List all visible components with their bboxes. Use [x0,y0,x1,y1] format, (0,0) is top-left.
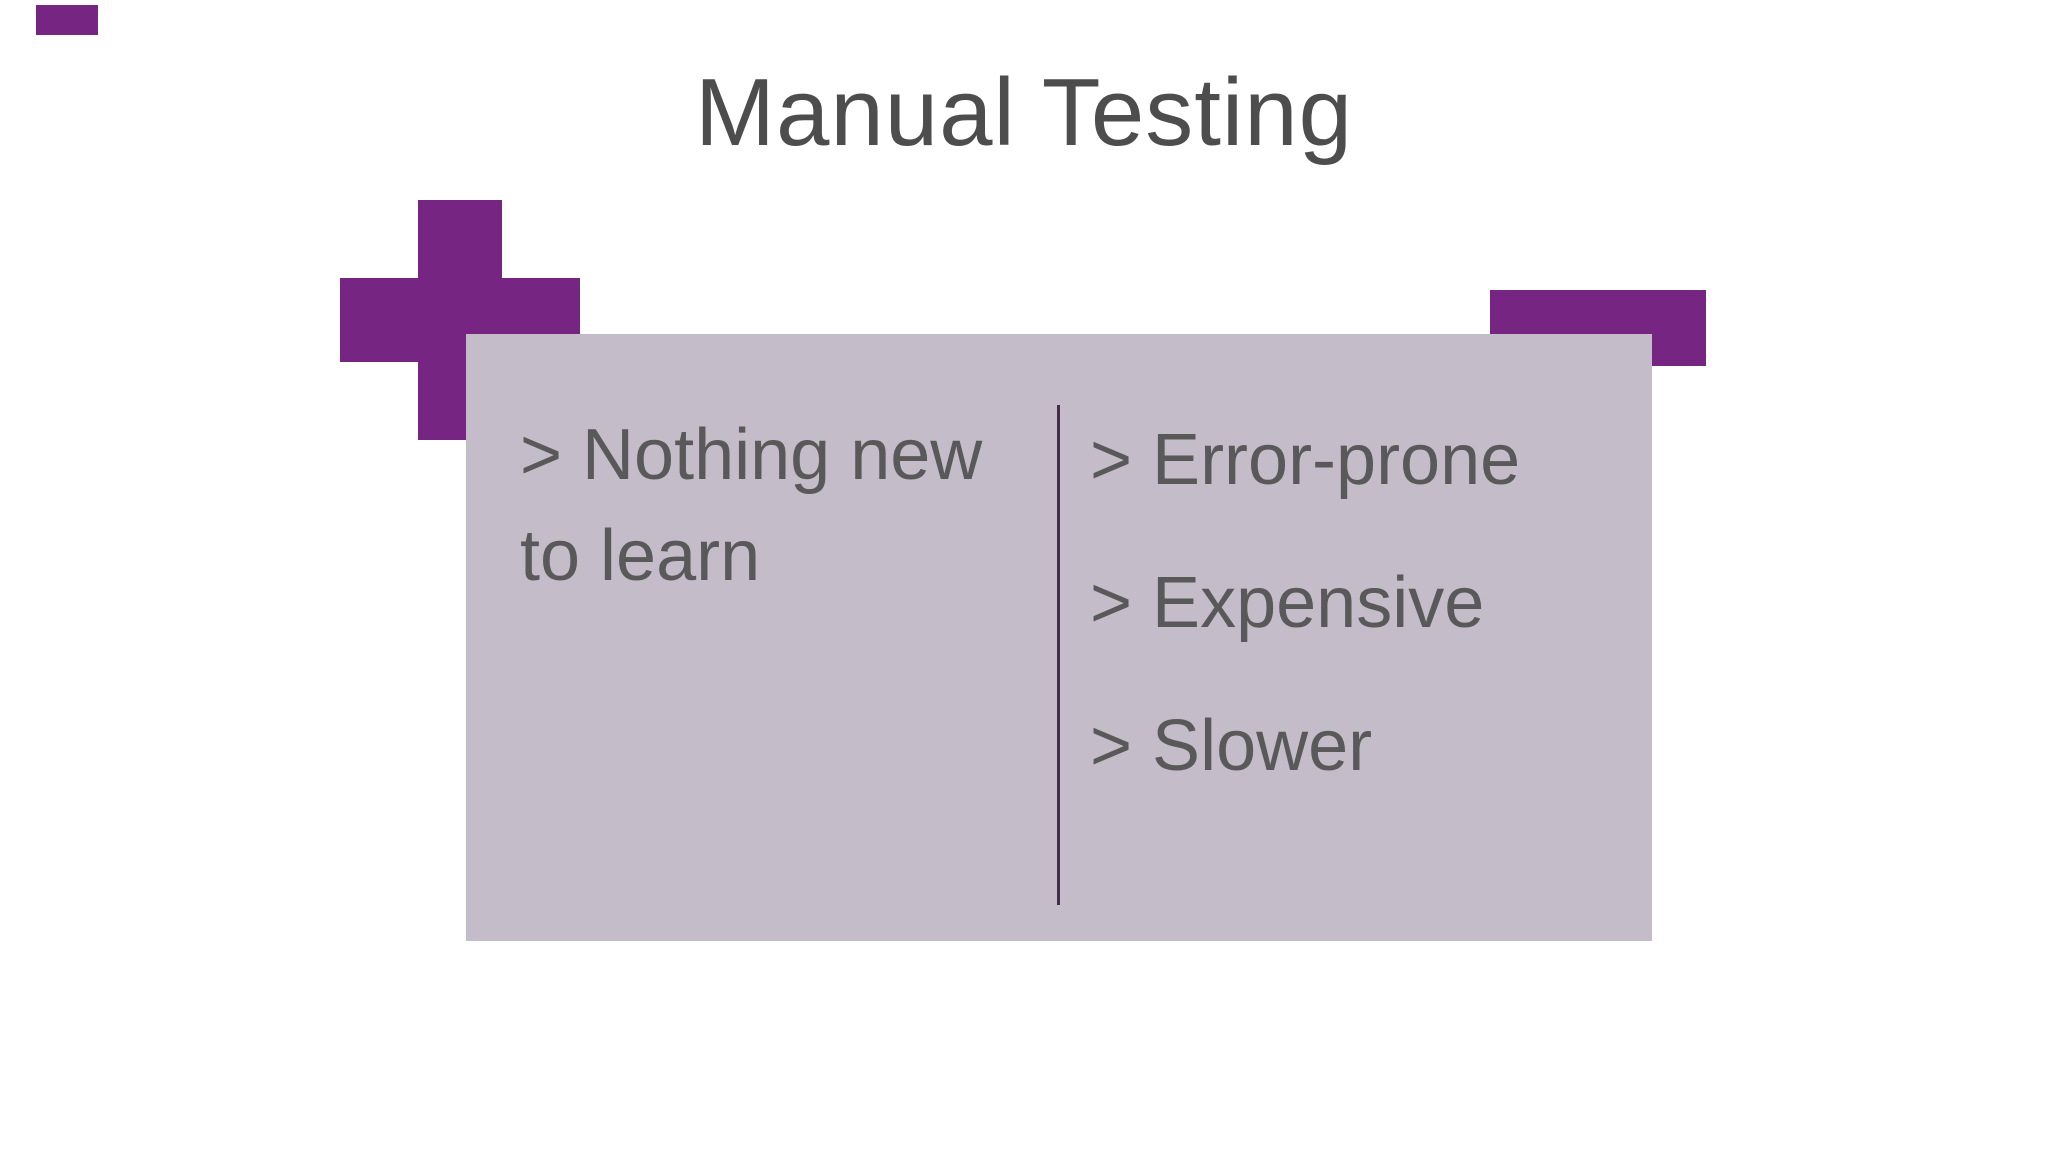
cons-item: > Slower [1090,705,1373,786]
cons-item: > Error-prone [1090,420,1521,500]
corner-accent [36,5,98,35]
cons-column: > Error-prone > Expensive > Slower [1090,410,1630,838]
cons-item: > Expensive [1090,562,1485,643]
page-title: Manual Testing [695,59,1353,166]
panel-divider [1057,405,1060,905]
pros-item: > Nothing new to learn [520,415,983,596]
pros-column: > Nothing new to learn [520,405,990,607]
plus-icon [340,200,580,440]
